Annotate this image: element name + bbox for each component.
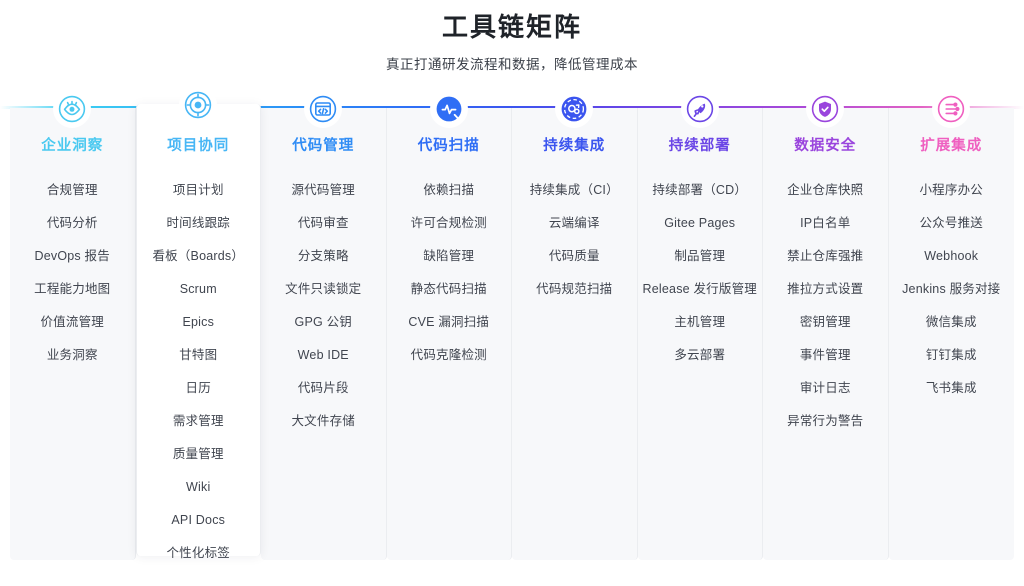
matrix-item[interactable]: CVE 漏洞扫描	[408, 315, 490, 329]
matrix-item[interactable]: 合规管理	[46, 183, 98, 197]
matrix-item[interactable]: 日历	[185, 381, 211, 395]
matrix-item[interactable]: 代码审查	[297, 216, 349, 230]
matrix-item[interactable]: 需求管理	[172, 414, 224, 428]
matrix-item[interactable]: 缺陷管理	[423, 249, 475, 263]
matrix-item[interactable]: 个性化标签	[166, 546, 230, 560]
matrix-item[interactable]: 多云部署	[674, 348, 726, 362]
matrix-column-title: 项目协同	[167, 138, 230, 154]
code-window-icon	[304, 90, 343, 128]
matrix-item[interactable]: 源代码管理	[291, 183, 355, 197]
matrix-column-enterprise-insight[interactable]: 企业洞察合规管理代码分析 DevOps 报告工程能力地图价值流管理业务洞察	[10, 90, 136, 560]
matrix-item[interactable]: Wiki	[186, 480, 211, 494]
matrix-column-title: 持续集成	[543, 138, 606, 154]
matrix-item[interactable]: 钉钉集成	[925, 348, 977, 362]
matrix-column-title: 代码扫描	[417, 138, 480, 154]
matrix-item[interactable]: 公众号推送	[919, 216, 983, 230]
matrix-column-continuous-deployment[interactable]: 持续部署持续部署（CD） Gitee Pages 制品管理 Release 发行版管理…	[637, 90, 763, 560]
matrix-columns: 企业洞察合规管理代码分析 DevOps 报告工程能力地图价值流管理业务洞察 项目协同…	[10, 86, 1014, 560]
matrix-item[interactable]: 业务洞察	[46, 348, 98, 362]
gradient-rail	[0, 106, 1024, 110]
matrix-column-code-management[interactable]: 代码管理源代码管理代码审查分支策略文件只读锁定 GPG 公钥 Web IDE 代码片段…	[261, 90, 387, 560]
matrix-item[interactable]: 飞书集成	[925, 381, 977, 395]
matrix-item[interactable]: 微信集成	[925, 315, 977, 329]
matrix-item[interactable]: 禁止仓库强推	[787, 249, 864, 263]
share-nodes-icon	[932, 90, 971, 128]
matrix-item[interactable]: 代码克隆检测	[410, 348, 487, 362]
matrix-item[interactable]: 价值流管理	[40, 315, 104, 329]
matrix-column-code-scan[interactable]: 代码扫描依赖扫描许可合规检测缺陷管理静态代码扫描 CVE 漏洞扫描代码克隆检测	[386, 90, 512, 560]
matrix-item[interactable]: GPG 公钥	[294, 315, 352, 329]
matrix-item[interactable]: 看板（Boards）	[152, 249, 245, 263]
matrix-item[interactable]: 许可合规检测	[410, 216, 487, 230]
matrix-item[interactable]: 云端编译	[548, 216, 600, 230]
matrix-item[interactable]: 时间线跟踪	[166, 216, 230, 230]
matrix-column-title: 数据安全	[794, 138, 857, 154]
matrix-item[interactable]: Webhook	[924, 249, 979, 263]
matrix-column-continuous-integration[interactable]: 持续集成持续集成（CI） 云端编译代码质量代码规范扫描	[512, 90, 638, 560]
page-subtitle: 真正打通研发流程和数据，降低管理成本	[386, 57, 638, 72]
matrix-item[interactable]: 代码规范扫描	[536, 282, 613, 296]
matrix-item[interactable]: 异常行为警告	[787, 414, 864, 428]
matrix-item[interactable]: 代码质量	[548, 249, 600, 263]
matrix-item[interactable]: 文件只读锁定	[285, 282, 362, 296]
matrix-item[interactable]: 持续集成（CI）	[529, 183, 619, 197]
matrix-column-title: 扩展集成	[920, 138, 983, 154]
matrix-item[interactable]: Epics	[182, 315, 215, 329]
matrix-item[interactable]: 代码分析	[46, 216, 98, 230]
matrix-item[interactable]: API Docs	[171, 513, 226, 527]
gradient-rail-line	[0, 106, 1024, 109]
rocket-icon	[680, 90, 719, 128]
matrix-item[interactable]: 大文件存储	[291, 414, 355, 428]
matrix-item[interactable]: 密钥管理	[799, 315, 851, 329]
eye-icon	[53, 90, 92, 128]
pulse-icon	[429, 90, 468, 128]
matrix-item[interactable]: IP白名单	[800, 216, 851, 230]
matrix-item[interactable]: 项目计划	[172, 183, 224, 197]
matrix-item[interactable]: DevOps 报告	[34, 249, 110, 263]
matrix-item[interactable]: Scrum	[179, 282, 217, 296]
matrix-item[interactable]: 持续部署（CD）	[652, 183, 748, 197]
matrix-item[interactable]: 分支策略	[297, 249, 349, 263]
matrix-item[interactable]: 代码片段	[297, 381, 349, 395]
matrix-item[interactable]: 主机管理	[674, 315, 726, 329]
matrix-item[interactable]: 工程能力地图	[34, 282, 111, 296]
page-title: 工具链矩阵	[441, 12, 582, 42]
matrix-column-title: 代码管理	[292, 138, 355, 154]
page-header: 工具链矩阵 真正打通研发流程和数据，降低管理成本	[0, 0, 1024, 74]
matrix-item[interactable]: 推拉方式设置	[787, 282, 864, 296]
matrix-item[interactable]: Web IDE	[297, 348, 349, 362]
matrix-column-data-security[interactable]: 数据安全企业仓库快照 IP白名单禁止仓库强推推拉方式设置密钥管理事件管理审计日志异…	[763, 90, 889, 560]
matrix-item[interactable]: 依赖扫描	[423, 183, 475, 197]
matrix-item[interactable]: 静态代码扫描	[410, 282, 487, 296]
matrix-item[interactable]: Jenkins 服务对接	[902, 282, 1001, 296]
matrix-item[interactable]: 制品管理	[674, 249, 726, 263]
ci-loop-icon	[555, 90, 594, 128]
target-icon	[179, 86, 218, 124]
shield-icon	[806, 90, 845, 128]
matrix-item[interactable]: Release 发行版管理	[642, 282, 757, 296]
matrix-item[interactable]: 事件管理	[799, 348, 851, 362]
matrix-item[interactable]: 甘特图	[179, 348, 218, 362]
matrix-item[interactable]: 审计日志	[799, 381, 851, 395]
matrix-item[interactable]: 质量管理	[172, 447, 224, 461]
matrix-item[interactable]: 企业仓库快照	[787, 183, 864, 197]
matrix-column-title: 持续部署	[668, 138, 731, 154]
matrix-item[interactable]: 小程序办公	[919, 183, 983, 197]
matrix-item[interactable]: Gitee Pages	[664, 216, 736, 230]
matrix-column-title: 企业洞察	[41, 138, 104, 154]
